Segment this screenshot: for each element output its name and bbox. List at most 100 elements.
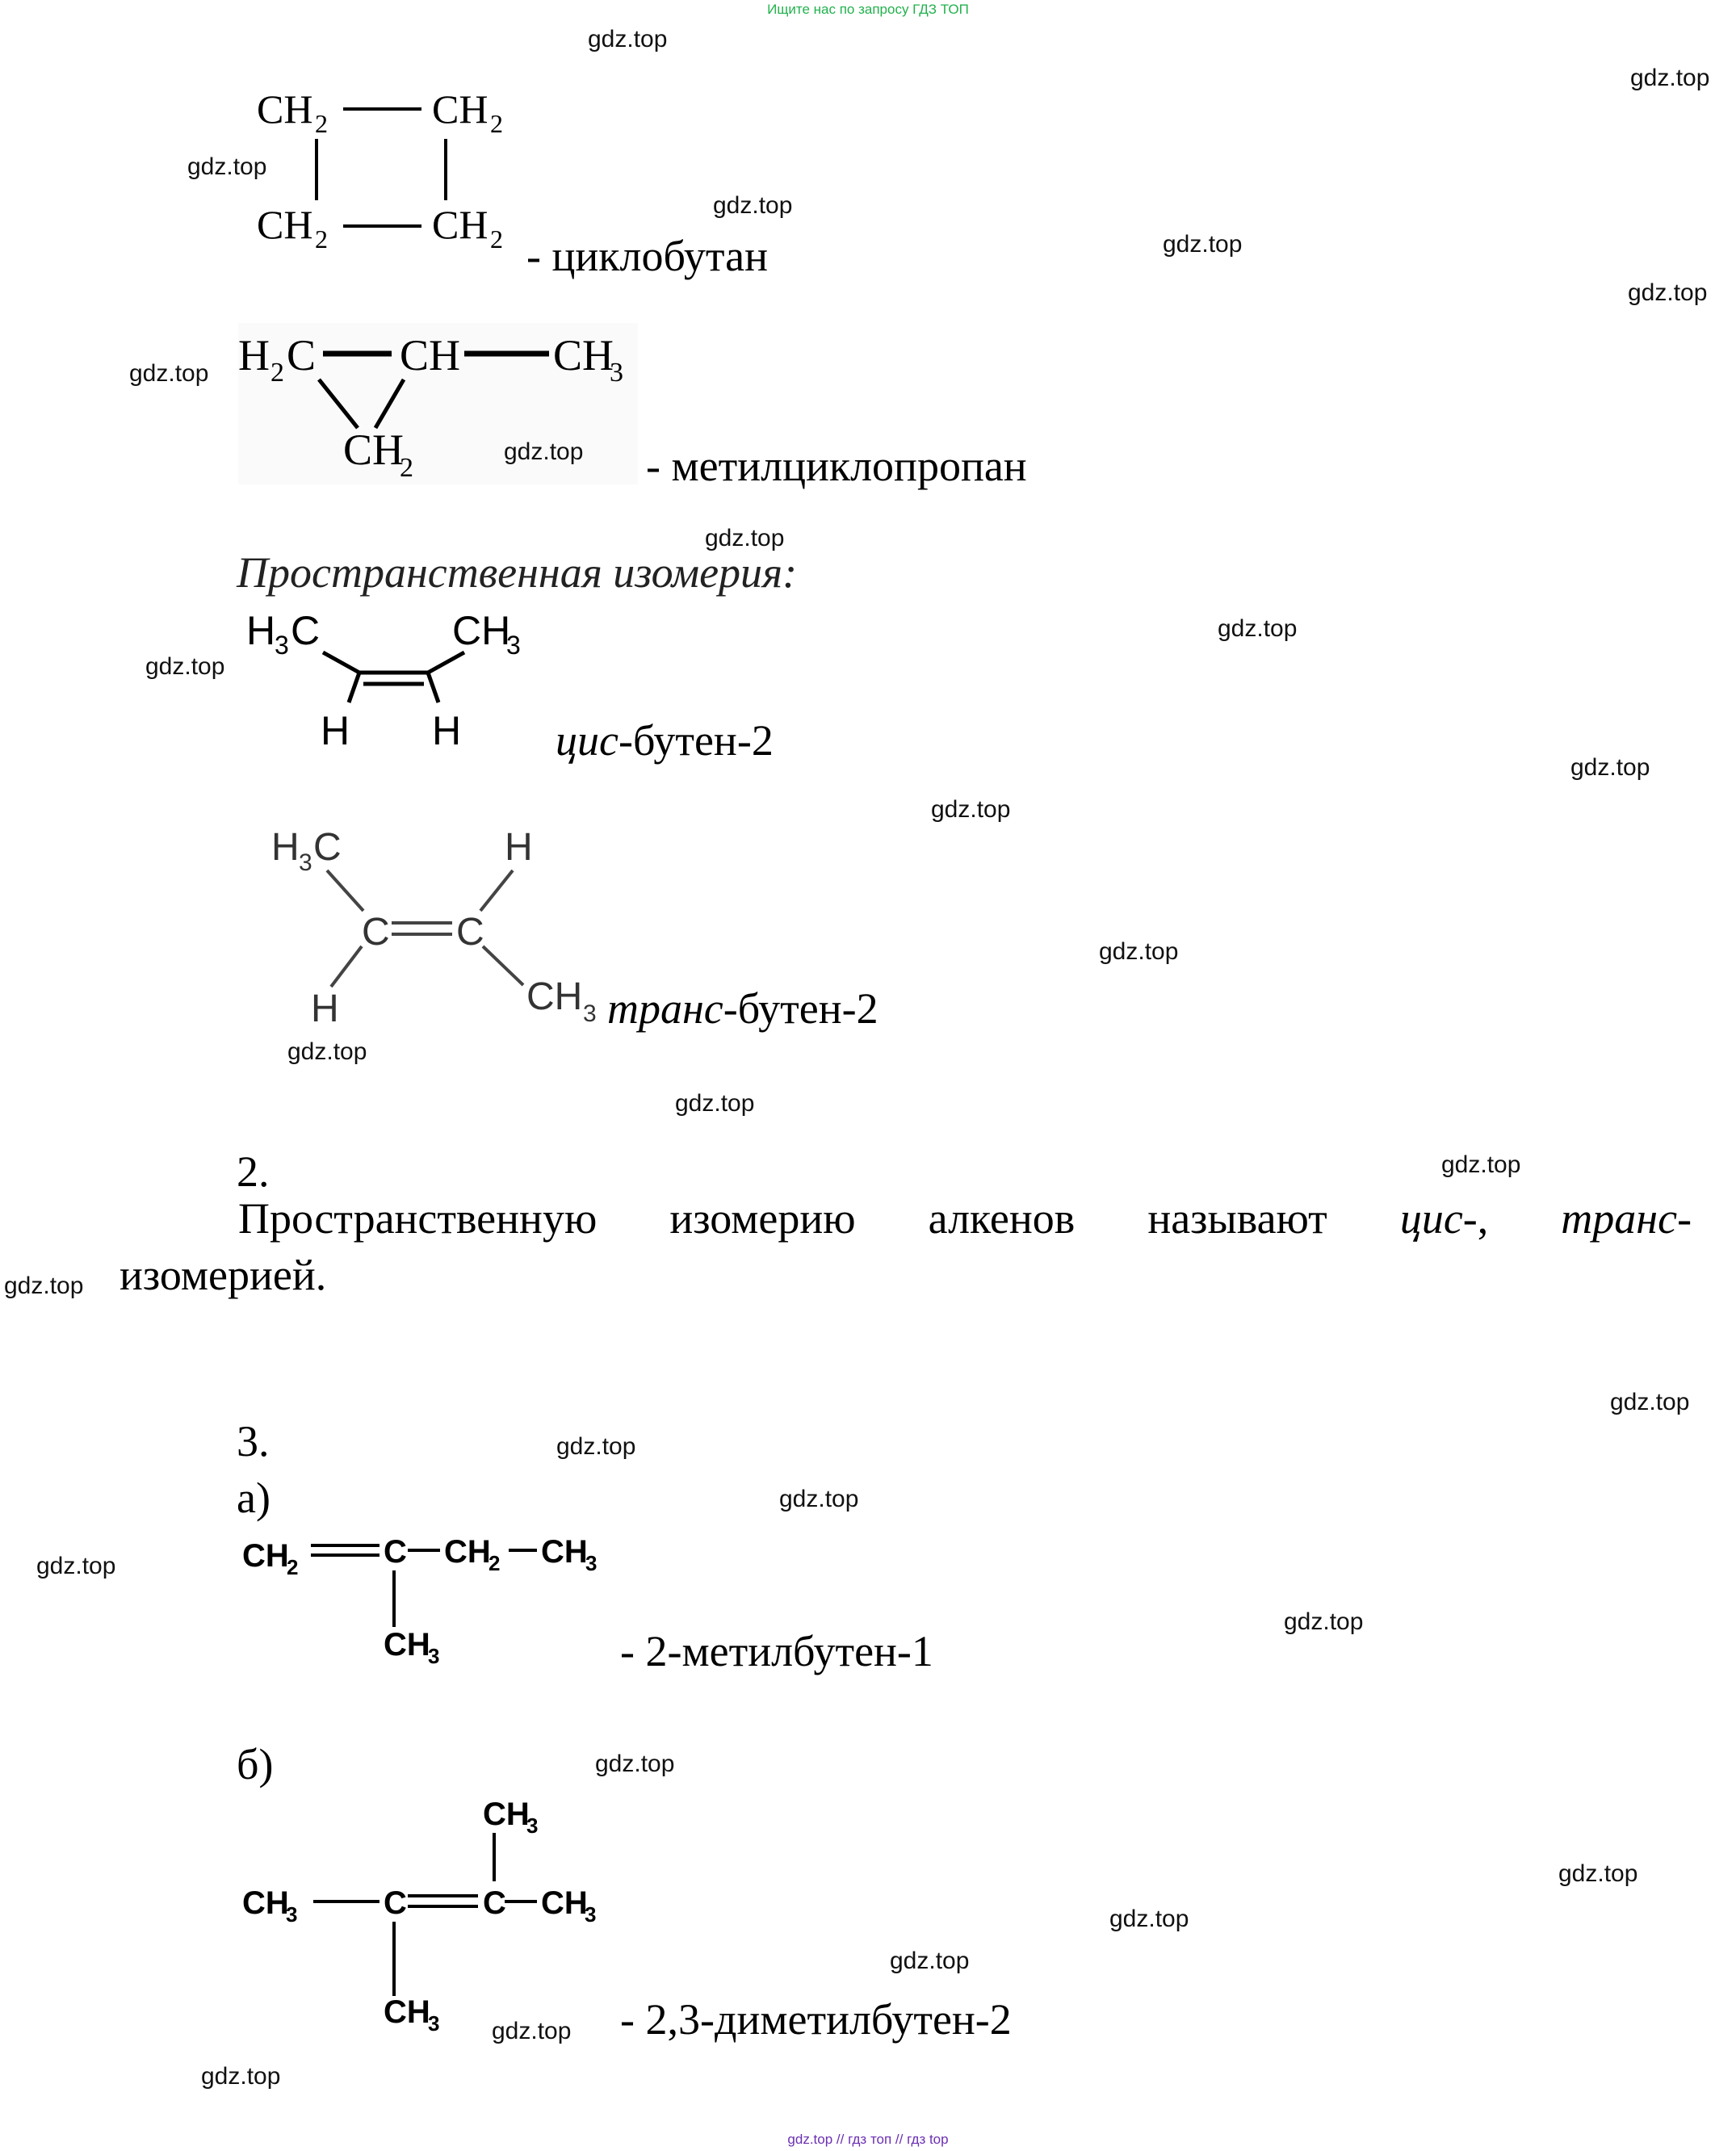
watermark[interactable]: gdz.top: [588, 26, 668, 52]
structure-background: [238, 323, 638, 484]
watermark[interactable]: gdz.top: [1558, 1860, 1638, 1887]
atom-h-top: H: [505, 826, 533, 869]
atom-h2c: H: [238, 331, 270, 379]
watermark[interactable]: gdz.top: [556, 1433, 636, 1460]
part-b-label: б): [237, 1740, 274, 1788]
svg-text:C: C: [287, 331, 316, 379]
atom-ch2-tl: CH: [257, 86, 312, 132]
watermark[interactable]: gdz.top: [595, 1751, 675, 1777]
name-cis-butene: цис-бутен-2: [556, 716, 774, 765]
bond: [321, 650, 361, 675]
watermark[interactable]: gdz.top: [201, 2063, 281, 2090]
svg-text:3: 3: [526, 1813, 538, 1838]
watermark[interactable]: gdz.top: [713, 192, 793, 219]
watermark[interactable]: gdz.top: [1099, 938, 1179, 965]
heading-spatial-isomerism: Пространственная изомерия:: [237, 548, 798, 597]
trans-butene-structure: H 3 C H C C H CH 3: [271, 826, 597, 1030]
bottom-banner[interactable]: gdz.top // гдз топ // гдз top: [787, 2132, 949, 2147]
watermark[interactable]: gdz.top: [675, 1090, 755, 1117]
atom-ch3-bottom: CH: [384, 1994, 430, 2030]
svg-text:2: 2: [287, 1555, 298, 1579]
atom-ch3-top: CH: [483, 1797, 530, 1832]
section-3-number: 3.: [237, 1417, 270, 1465]
watermark[interactable]: gdz.top: [1610, 1389, 1690, 1415]
bond: [325, 869, 365, 912]
watermark[interactable]: gdz.top: [1284, 1608, 1364, 1635]
atom-ch3-branch: CH: [384, 1627, 430, 1663]
svg-text:3: 3: [585, 1551, 597, 1575]
watermark[interactable]: gdz.top: [1441, 1151, 1521, 1178]
svg-text:3: 3: [583, 1000, 597, 1027]
watermark[interactable]: gdz.top: [1570, 754, 1650, 781]
watermark[interactable]: gdz.top: [492, 2018, 572, 2044]
name-trans-butene: транс-бутен-2: [607, 984, 878, 1033]
watermark[interactable]: gdz.top: [1163, 231, 1243, 258]
atom-h3c-left: H: [246, 608, 275, 653]
atom-h-bottom: H: [311, 987, 339, 1030]
watermark[interactable]: gdz.top: [1109, 1906, 1189, 1932]
watermark[interactable]: gdz.top: [287, 1038, 367, 1065]
svg-text:C: C: [291, 608, 320, 653]
watermark[interactable]: gdz.top: [931, 796, 1011, 823]
atom-c-right: C: [483, 1885, 506, 1921]
atom-c-left: C: [362, 911, 390, 954]
svg-text:3: 3: [299, 849, 312, 876]
watermark[interactable]: gdz.top: [1630, 65, 1710, 91]
watermark[interactable]: gdz.top: [36, 1553, 116, 1579]
watermark[interactable]: gdz.top: [890, 1948, 970, 1974]
atom-ch3-left: CH: [242, 1885, 289, 1921]
name-cyclobutan: - циклобутан: [526, 232, 769, 280]
watermark[interactable]: gdz.top: [187, 153, 267, 180]
watermark[interactable]: gdz.top: [504, 438, 584, 465]
bond: [479, 869, 514, 912]
atom-ch3-right: CH: [541, 1885, 588, 1921]
svg-text:3: 3: [585, 1902, 596, 1927]
atom-h-right: H: [432, 708, 461, 753]
bond: [346, 672, 362, 703]
bond: [426, 672, 441, 703]
methylbutene-structure: CH 2 C CH 2 CH 3 CH 3: [242, 1534, 597, 1668]
watermark[interactable]: gdz.top: [4, 1273, 84, 1299]
svg-text:3: 3: [506, 631, 521, 660]
atom-ch3: CH: [526, 975, 582, 1018]
watermark[interactable]: gdz.top: [145, 653, 225, 680]
bond: [373, 378, 406, 430]
bond: [329, 945, 363, 988]
dimethylbutene-structure: CH 3 CH 3 C C CH 3 CH 3: [242, 1797, 596, 2035]
svg-text:3: 3: [610, 358, 623, 388]
atom-ch3: CH: [553, 331, 614, 379]
svg-text:2: 2: [315, 224, 328, 254]
section-2-number: 2.: [237, 1147, 270, 1196]
watermark[interactable]: gdz.top: [1628, 279, 1708, 306]
atom-c: C: [384, 1534, 407, 1570]
watermark[interactable]: gdz.top: [129, 360, 209, 387]
name-methylcyclopropan: - метилциклопропан: [646, 442, 1027, 490]
watermark[interactable]: gdz.top: [705, 525, 785, 551]
section-2-sentence: Пространственную изомерию алкенов называ…: [238, 1194, 1692, 1243]
bond: [426, 650, 466, 675]
svg-text:2: 2: [315, 109, 328, 138]
atom-ch2-bl: CH: [257, 202, 312, 247]
cis-butene-structure: H 3 C CH 3 H H: [246, 608, 521, 753]
bond: [317, 378, 359, 430]
atom-ch: CH: [400, 331, 460, 379]
top-banner[interactable]: Ищите нас по запросу ГДЗ ТОП: [767, 2, 969, 17]
atom-c-right: C: [456, 911, 484, 954]
watermark[interactable]: gdz.top: [779, 1486, 859, 1512]
cyclobutane-structure: CH 2 CH 2 CH 2 CH 2: [257, 86, 503, 254]
atom-ch2: CH: [242, 1538, 289, 1574]
svg-text:2: 2: [490, 109, 503, 138]
section-2-continuation: изомерией.: [120, 1251, 327, 1299]
watermark[interactable]: gdz.top: [1218, 615, 1298, 642]
name-2-3-dimethylbutene-2: - 2,3-диметилбутен-2: [620, 1995, 1012, 2044]
atom-ch2-br: CH: [432, 202, 488, 247]
svg-text:2: 2: [270, 358, 284, 388]
atom-ch2-mid: CH: [444, 1534, 491, 1570]
methylcyclopropane-structure: H 2 C CH CH 3 CH 2: [238, 323, 638, 484]
atom-c-left: C: [384, 1885, 407, 1921]
svg-text:3: 3: [286, 1902, 297, 1927]
svg-text:3: 3: [428, 2011, 439, 2035]
atom-ch2: CH: [343, 426, 404, 474]
bond: [481, 945, 525, 987]
